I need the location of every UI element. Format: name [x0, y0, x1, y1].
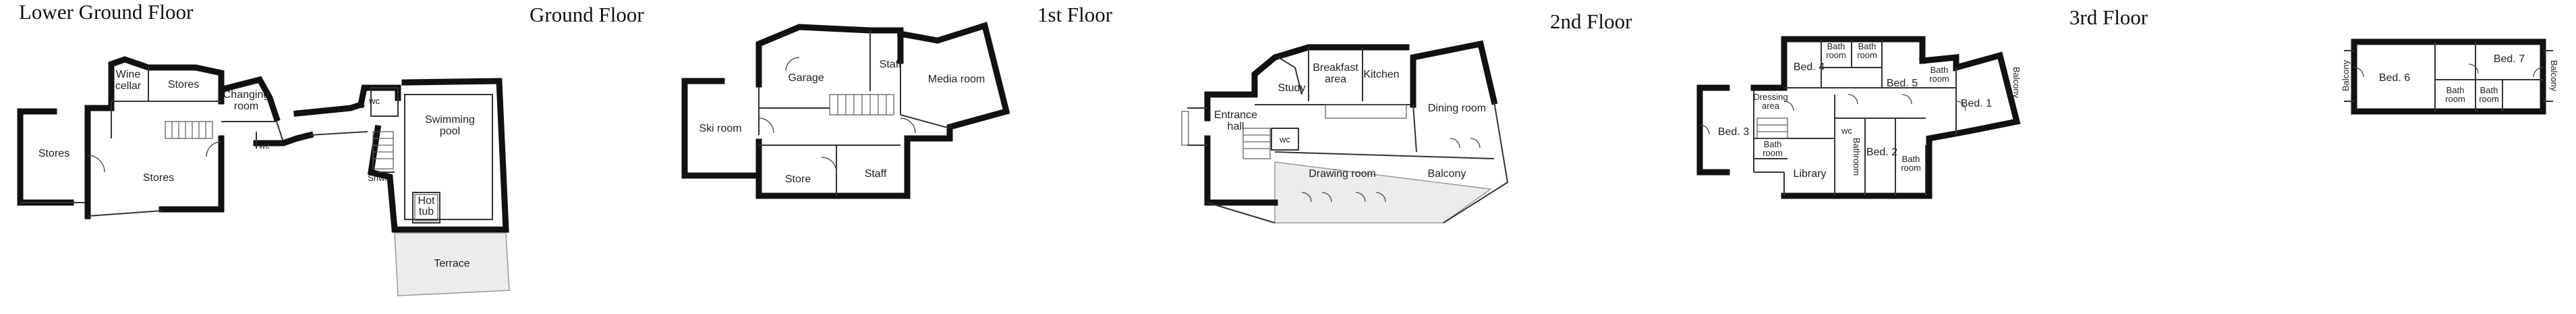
- room-label: Staff: [865, 168, 887, 180]
- floor-title-third: 3rd Floor: [2069, 5, 2148, 29]
- room-label: Bed. 6: [2379, 72, 2410, 84]
- room-label: Ski room: [699, 123, 741, 134]
- ground-floor: Ground Floor Ski room Garage Staff Media…: [529, 3, 1010, 199]
- third-floor: 3rd Floor Balcony Bed. 6 Bed. 7 Balcony …: [2069, 5, 2559, 115]
- floor-title-ground: Ground Floor: [529, 3, 644, 26]
- room-label: wc: [258, 140, 270, 151]
- room-label: wc: [1841, 126, 1852, 136]
- floor-title-second: 2nd Floor: [1550, 9, 1632, 33]
- room-label: Bed. 7: [2494, 53, 2525, 65]
- lower-ground-floor: Lower Ground Floor: [17, 0, 510, 296]
- room-label: Balcony: [1428, 168, 1466, 180]
- room-label: Shwr: [368, 173, 388, 183]
- room-label: Media room: [928, 74, 985, 85]
- room-label: Balcony: [2011, 67, 2022, 99]
- room-label: Study: [1278, 82, 1306, 94]
- room-label: Staff: [880, 59, 902, 70]
- room-label: Balcony: [2549, 60, 2559, 92]
- room-label: Garage: [788, 72, 824, 84]
- room-label: Bathroom: [1852, 138, 1862, 176]
- room-label: Stores: [168, 79, 199, 90]
- room-label: Bed. 1: [1961, 98, 1992, 109]
- room-label: Stores: [143, 172, 174, 184]
- room-label: wc: [1279, 134, 1290, 145]
- room-label: Bed. 5: [1887, 78, 1918, 89]
- room-label: Bed. 4: [1794, 61, 1825, 73]
- room-label: Bed. 3: [1718, 126, 1749, 138]
- second-floor: 2nd Floor Bed. 4 Bath: [1550, 9, 2022, 199]
- room-label: Stores: [38, 148, 69, 159]
- room-label: Balcony: [2341, 59, 2351, 91]
- room-label: Kitchen: [1363, 69, 1399, 80]
- floor-title-lower-ground: Lower Ground Floor: [19, 0, 194, 24]
- room-label: Dining room: [1428, 103, 1486, 114]
- room-label: Drawing room: [1309, 168, 1376, 180]
- room-label: Library: [1794, 168, 1827, 180]
- room-label: Bed. 2: [1866, 147, 1897, 158]
- floor-title-first: 1st Floor: [1037, 3, 1113, 26]
- room-label: wc: [368, 96, 380, 106]
- room-label: Store: [785, 174, 811, 185]
- room-label: Terrace: [434, 258, 469, 269]
